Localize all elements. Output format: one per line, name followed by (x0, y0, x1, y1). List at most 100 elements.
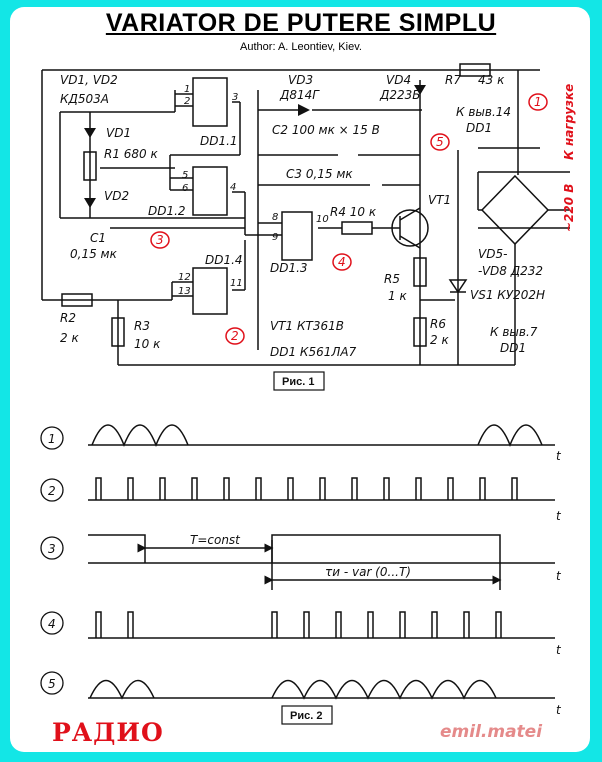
load-label: К нагрузке (562, 84, 576, 160)
pulse (351, 477, 358, 500)
pulse (495, 611, 502, 638)
schematic-markers: 1 2 3 4 5 (150, 93, 548, 345)
parts-vt1: VT1 КТ361В (270, 319, 344, 333)
r7-value: 43 к (478, 73, 505, 87)
pulse (303, 611, 310, 638)
pulse (319, 477, 326, 500)
pulse (191, 477, 198, 500)
pulse (127, 611, 134, 638)
vd58-type: -VD8 Д232 (478, 264, 543, 278)
t-const-label: T=const (190, 533, 241, 547)
pin-5: 5 (182, 170, 188, 181)
pulse (335, 611, 342, 638)
c3-label: C3 0,15 мк (286, 167, 353, 181)
pulse (463, 611, 470, 638)
r2-label: R2 (60, 311, 76, 325)
pin-1: 1 (184, 84, 190, 95)
r5-value: 1 к (388, 289, 407, 303)
pulse (95, 477, 102, 500)
r2-value: 2 к (60, 331, 79, 345)
r6-value: 2 к (430, 333, 449, 347)
mains-label: ~220 В (562, 184, 576, 232)
r5-label: R5 (384, 272, 400, 286)
row-1-axis-t: t (556, 449, 562, 463)
pin7-label: К выв.7 (490, 325, 538, 339)
row-4-number: 4 (48, 617, 56, 631)
r3-value: 10 к (134, 337, 161, 351)
vs1-label: VS1 КУ202Н (470, 288, 545, 302)
fig1-frame (273, 371, 325, 391)
parts-dd1: DD1 К561ЛА7 (270, 345, 357, 359)
r4-label: R4 10 к (330, 205, 377, 219)
pin-4: 4 (230, 182, 236, 193)
vd2-label: VD2 (104, 189, 129, 203)
row4-pulses (95, 611, 502, 638)
fig1-caption: Рис. 1 (282, 376, 314, 388)
marker-5: 5 (436, 135, 444, 149)
row-3-number: 3 (48, 542, 56, 556)
vd3-type: Д814Г (279, 88, 320, 102)
marker-1: 1 (534, 95, 542, 109)
pin-12: 12 (178, 272, 191, 283)
r1-label: R1 680 к (104, 147, 159, 161)
pulse (127, 477, 134, 500)
pin-6: 6 (182, 183, 188, 194)
pulse (223, 477, 230, 500)
pin-9: 9 (272, 232, 278, 243)
pulse (447, 477, 454, 500)
vd4-type: Д223Б (379, 88, 421, 102)
row-3-axis-t: t (556, 569, 562, 583)
dd13-label: DD1.3 (270, 261, 308, 275)
pulse (95, 611, 102, 638)
pulse (399, 611, 406, 638)
row-2-number: 2 (48, 484, 56, 498)
author-line: Author: A. Leontiev, Kiev. (240, 41, 362, 53)
pin-8: 8 (272, 212, 278, 223)
pulse (383, 477, 390, 500)
vd4-label: VD4 (386, 73, 411, 87)
row2-pulses (95, 477, 518, 500)
pin-13: 13 (178, 286, 191, 297)
marker-2: 2 (231, 329, 239, 343)
vd3-label: VD3 (288, 73, 313, 87)
tau-label: τи - var (0...T) (325, 565, 411, 579)
dd12-label: DD1.2 (148, 204, 186, 218)
pulse (159, 477, 166, 500)
pin14-label: К выв.14 (456, 105, 511, 119)
pulse (431, 611, 438, 638)
pin-3: 3 (232, 92, 238, 103)
pulse (367, 611, 374, 638)
c2-label: C2 100 мк × 15 В (272, 123, 380, 137)
row-5-number: 5 (48, 677, 56, 691)
pulse (479, 477, 486, 500)
r7-label: R7 (445, 73, 461, 87)
r6-label: R6 (430, 317, 446, 331)
page-title: VARIATOR DE PUTERE SIMPLU (105, 9, 497, 37)
pin-2: 2 (184, 96, 190, 107)
pulse (415, 477, 422, 500)
row-5-axis-t: t (556, 703, 562, 717)
content-card (10, 7, 590, 752)
row-2-axis-t: t (556, 509, 562, 523)
c1-label: C1 (90, 231, 106, 245)
r3-label: R3 (134, 319, 150, 333)
pin-11: 11 (230, 278, 243, 289)
vd1-label: VD1 (106, 126, 131, 140)
radio-logo: РАДИО (52, 718, 164, 747)
fig2-caption: Рис. 2 (290, 710, 322, 722)
vd12-type-label: КД503А (60, 92, 109, 106)
c1-value: 0,15 мк (70, 247, 118, 261)
row-1-number: 1 (48, 432, 56, 446)
pulse (287, 477, 294, 500)
pulse (271, 611, 278, 638)
author-signature: emil.matei (440, 722, 543, 742)
dd11-label: DD1.1 (200, 134, 238, 148)
row-4-axis-t: t (556, 643, 562, 657)
vd12-label: VD1, VD2 (60, 73, 118, 87)
vt1-label: VT1 (428, 193, 451, 207)
dd14-label: DD1.4 (205, 253, 243, 267)
marker-3: 3 (156, 233, 164, 247)
timing-diagram: 1 2 3 4 5 t t t t t T=const τи - var (0.… (40, 424, 562, 725)
dd1-top-label: DD1 (466, 121, 492, 135)
